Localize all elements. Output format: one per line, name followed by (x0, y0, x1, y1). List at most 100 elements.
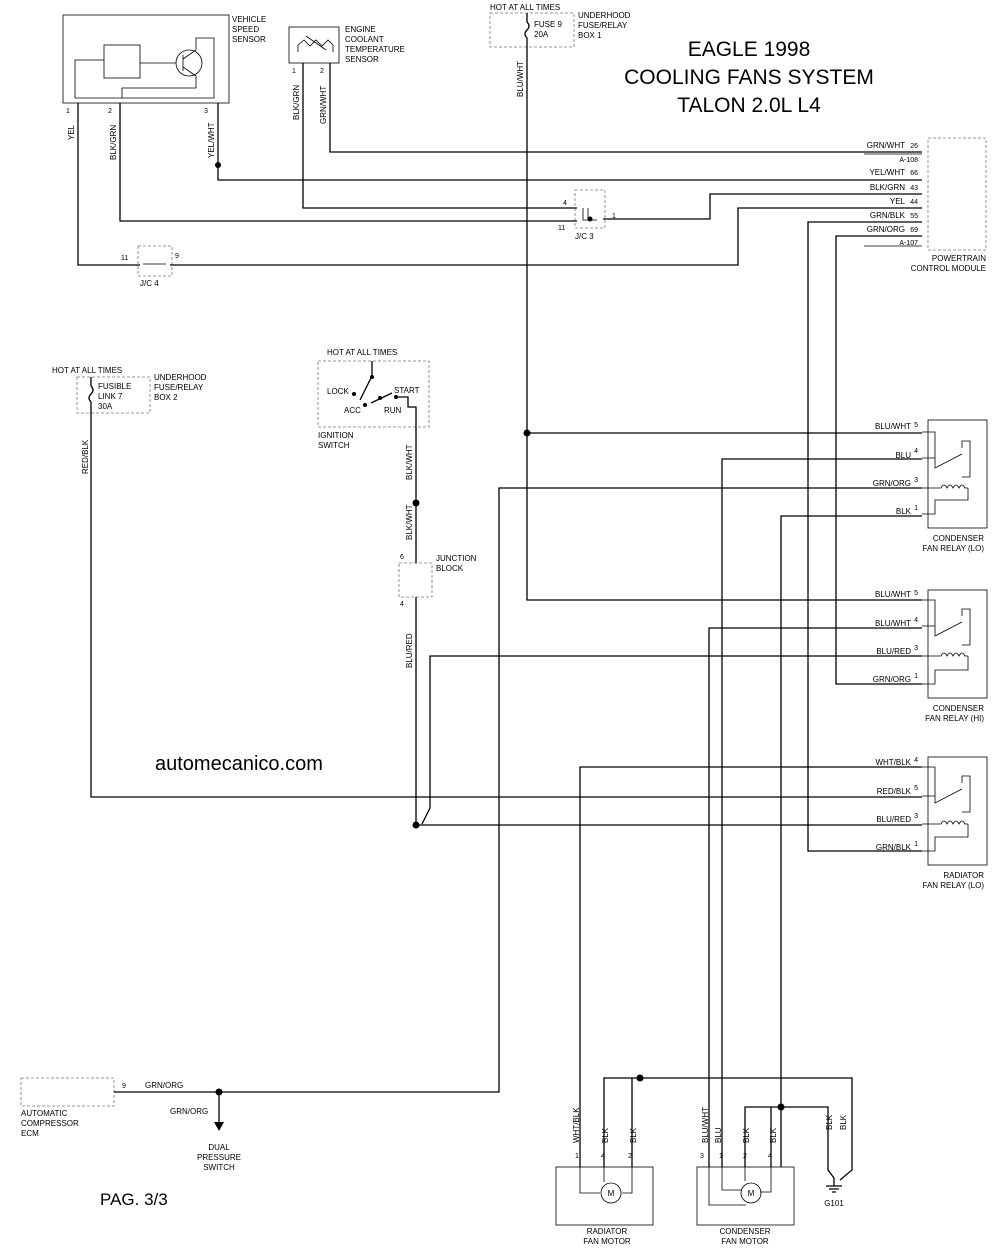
ect-label-1: ENGINE (345, 25, 376, 34)
condenser-fan-relay-lo: BLU/WHT 5 BLU 4 GRN/ORG 3 BLK 1 CONDENSE… (873, 419, 988, 553)
rad-motor-label-1: RADIATOR (587, 1227, 628, 1236)
cond-lo-label-2: FAN RELAY (LO) (923, 544, 985, 553)
ground-icon (826, 1178, 842, 1193)
fuse-9-label: FUSE 9 (534, 20, 563, 29)
pcm-pin-44: 44 (910, 199, 918, 206)
wire-red-blk (90, 413, 922, 798)
fuse-icon (524, 13, 530, 47)
label-yel: YEL (67, 124, 76, 140)
rad-motor-symbol: M (608, 1189, 615, 1198)
sensor-module-icon (103, 44, 141, 79)
wire-blk-cond (780, 515, 922, 1167)
ignition-run-label: RUN (384, 406, 402, 415)
arrow-down-icon (214, 1122, 224, 1131)
wire-blu-wht-motor (708, 627, 922, 1167)
cond-motor-pin-4: 4 (768, 1153, 772, 1160)
label-gnd-blk-2: BLK (839, 1114, 848, 1130)
jc3-pin-4: 4 (563, 200, 567, 207)
fuse-box2-label-1: UNDERHOOD (154, 373, 207, 382)
cond-lo-pin-1: 1 (914, 505, 918, 512)
ground-g101: G101 (824, 1178, 844, 1208)
label-grn-wht: GRN/WHT (319, 86, 328, 124)
website-watermark: automecanico.com (155, 753, 323, 775)
ignition-start-label: START (394, 386, 420, 395)
pcm-wire-grn-wht: GRN/WHT (867, 141, 905, 150)
jc3-pin-11: 11 (558, 225, 565, 232)
cond-motor-wire-blk-2: BLK (742, 1127, 751, 1143)
pcm-pin-list: GRN/WHT 26 A-108 YEL/WHT 66 BLK/GRN 43 Y… (867, 141, 918, 247)
thermistor-icon (297, 35, 334, 52)
pcm-wire-yel-wht: YEL/WHT (869, 168, 905, 177)
ignition-label-2: SWITCH (318, 441, 350, 450)
wire-blu-wht-trunk (526, 47, 922, 601)
cond-motor-label-2: FAN MOTOR (721, 1237, 769, 1246)
ect-label-2: COOLANT (345, 35, 384, 44)
vss-pin-3: 3 (204, 108, 208, 115)
ecm-label-3: ECM (21, 1129, 39, 1138)
cond-hi-pin-5: 5 (914, 590, 918, 597)
motor-icon (600, 1182, 622, 1204)
pcm-pin-43: 43 (910, 185, 918, 192)
fusible-link-label-2: LINK 7 (98, 392, 123, 401)
cond-motor-label-1: CONDENSER (719, 1227, 770, 1236)
transistor-icon (175, 49, 203, 77)
ect-pin-2: 2 (320, 68, 324, 75)
fuse-box1-label-2: FUSE/RELAY (578, 21, 628, 30)
cond-hi-wire-grn-org: GRN/ORG (873, 675, 911, 684)
cond-motor-wire-blu: BLU (714, 1127, 723, 1143)
cond-motor-wire-blk-4: BLK (769, 1127, 778, 1143)
dual-pressure-switch: DUAL PRESSURE SWITCH (197, 1122, 241, 1172)
cond-motor-pin-1: 1 (719, 1153, 723, 1160)
pcm-pin-69: 69 (910, 227, 918, 234)
wire-wht-blk (579, 766, 922, 1167)
relay-coil-switch-icon (922, 599, 971, 685)
joint-connector-4: 11 9 J/C 4 (121, 245, 179, 288)
wire-network (77, 47, 922, 1181)
fuse-box2-label-2: FUSE/RELAY (154, 383, 204, 392)
fuse-9-rating: 20A (534, 30, 549, 39)
label-blk-wht-2: BLK/WHT (405, 504, 414, 540)
cond-motor-symbol: M (748, 1189, 755, 1198)
vss-label-1: VEHICLE (232, 15, 266, 24)
condenser-fan-relay-hi: BLU/WHT 5 BLU/WHT 4 BLU/RED 3 GRN/ORG 1 … (873, 589, 988, 723)
jc3-pin-1: 1 (612, 213, 616, 220)
relay-rad-lo-pins: WHT/BLK 4 RED/BLK 5 BLU/RED 3 GRN/BLK 1 (875, 757, 918, 852)
cond-hi-wire-blu-wht-4: BLU/WHT (875, 619, 911, 628)
rad-lo-pin-1: 1 (914, 841, 918, 848)
label-blu-red: BLU/RED (405, 633, 414, 668)
title-make-year: EAGLE 1998 (688, 38, 811, 61)
pcm-pin-55: 55 (910, 213, 918, 220)
rad-motor-label-2: FAN MOTOR (583, 1237, 631, 1246)
rad-lo-wire-blu-red: BLU/RED (876, 815, 911, 824)
wire-yel (77, 103, 922, 266)
fusible-link-icon (88, 377, 94, 413)
cond-lo-wire-blu: BLU (895, 451, 911, 460)
cond-hi-pin-1: 1 (914, 673, 918, 680)
ecm-label-2: COMPRESSOR (21, 1119, 79, 1128)
rad-motor-wire-blk-2: BLK (629, 1127, 638, 1143)
rad-lo-label-1: RADIATOR (943, 871, 984, 880)
rad-motor-pin-4: 4 (601, 1153, 605, 1160)
ground-label: G101 (824, 1199, 844, 1208)
ignition-lock-label: LOCK (327, 387, 349, 396)
label-grn-org-2: GRN/ORG (170, 1107, 208, 1116)
label-blk-grn: BLK/GRN (109, 125, 118, 160)
radiator-fan-motor: M 1 4 2 WHT/BLK BLK BLK RADIATOR FAN MOT… (555, 1107, 654, 1246)
rad-lo-wire-grn-blk: GRN/BLK (876, 843, 912, 852)
cond-hi-pin-3: 3 (914, 645, 918, 652)
cond-motor-wire-blu-wht: BLU/WHT (701, 1107, 710, 1143)
rad-lo-label-2: FAN RELAY (LO) (923, 881, 985, 890)
ect-pin-1: 1 (292, 68, 296, 75)
page-number: PAG. 3/3 (100, 1190, 168, 1209)
label-gnd-blk-1: BLK (825, 1114, 834, 1130)
cond-lo-pin-4: 4 (914, 448, 918, 455)
rad-lo-pin-3: 3 (914, 813, 918, 820)
rad-motor-wire-wht-blk: WHT/BLK (572, 1107, 581, 1143)
cond-hi-pin-4: 4 (914, 617, 918, 624)
pcm-wire-grn-blk: GRN/BLK (870, 211, 906, 220)
wire-rad-ground (603, 1077, 853, 1181)
automatic-compressor-ecm: 9 AUTOMATIC COMPRESSOR ECM (20, 1077, 126, 1138)
cond-lo-wire-blk: BLK (896, 507, 912, 516)
label-blk-wht: BLK/WHT (405, 444, 414, 480)
joint-connector-3: 4 11 1 J/C 3 (558, 189, 616, 241)
